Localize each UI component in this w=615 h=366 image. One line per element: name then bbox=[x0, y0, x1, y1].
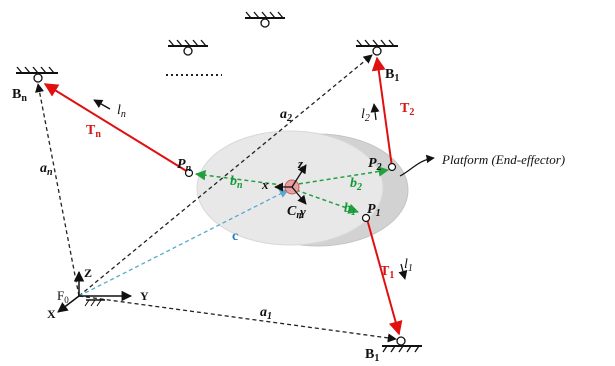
label-bn-vector: bn bbox=[230, 174, 243, 191]
cable-t2 bbox=[371, 56, 393, 168]
label-global-x: X bbox=[47, 307, 56, 321]
label-b1-top: B1 bbox=[385, 67, 399, 84]
anchor-b1-bottom bbox=[382, 336, 422, 353]
label-t1: T1 bbox=[380, 264, 394, 281]
label-c: c bbox=[232, 229, 238, 244]
direction-arrow-l1 bbox=[398, 263, 408, 280]
cable-t1 bbox=[366, 218, 403, 336]
label-b1-vector: b1 bbox=[344, 201, 356, 218]
vector-b2 bbox=[291, 166, 390, 186]
label-a2: a2 bbox=[280, 107, 292, 124]
anchor-top-middle bbox=[245, 11, 285, 28]
point-p2 bbox=[387, 162, 397, 172]
direction-arrow-l2 bbox=[370, 103, 380, 121]
label-global-y: Y bbox=[140, 289, 149, 303]
label-tn: Tn bbox=[86, 123, 101, 140]
anchor-top-left bbox=[168, 39, 208, 56]
cable-tn bbox=[43, 83, 189, 173]
local-axis-y bbox=[291, 186, 307, 205]
label-b1-bottom: B1 bbox=[365, 347, 379, 364]
label-l2: l2 bbox=[361, 107, 370, 124]
vector-c bbox=[78, 189, 289, 297]
label-p1: P1 bbox=[367, 202, 381, 219]
anchor-bn bbox=[16, 66, 58, 83]
label-l1: l1 bbox=[404, 257, 413, 274]
label-bn: Bn bbox=[12, 87, 27, 104]
label-ln: ln bbox=[117, 103, 126, 120]
vector-a2 bbox=[78, 54, 373, 297]
point-pn bbox=[184, 168, 194, 178]
label-an: an bbox=[40, 161, 53, 178]
vector-b1 bbox=[295, 189, 359, 214]
label-t2: T2 bbox=[400, 101, 414, 118]
label-local-x: x bbox=[261, 177, 269, 192]
local-axis-z bbox=[291, 164, 307, 188]
vector-a1 bbox=[78, 295, 397, 343]
label-f0: F0 bbox=[57, 288, 69, 305]
point-p1 bbox=[361, 213, 371, 223]
global-frame bbox=[57, 270, 133, 313]
label-global-z: Z bbox=[84, 266, 92, 280]
platform-callout-line bbox=[399, 154, 435, 177]
label-local-z: z bbox=[297, 156, 304, 171]
label-pn: Pn bbox=[177, 157, 192, 174]
label-p2: P2 bbox=[368, 156, 382, 173]
label-cm: Cm bbox=[287, 204, 304, 221]
label-platform: Platform (End-effector) bbox=[441, 152, 565, 167]
label-b2-vector: b2 bbox=[350, 176, 362, 193]
vector-an bbox=[35, 83, 80, 297]
anchor-b1-top bbox=[356, 39, 398, 56]
platform bbox=[196, 130, 409, 247]
direction-arrow-ln bbox=[93, 99, 111, 110]
label-local-y: y bbox=[298, 204, 306, 219]
label-a1: a1 bbox=[260, 305, 272, 322]
